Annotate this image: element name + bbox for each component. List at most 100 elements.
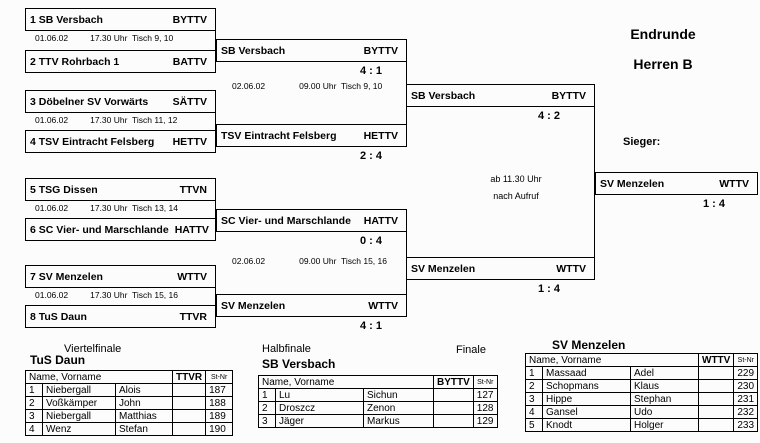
roster-table-tus-daun: Name, Vorname TTVR St-Nr 1 Niebergall Al… — [25, 370, 234, 436]
match-date: 02.06.02 — [232, 81, 266, 91]
match-score: 2 : 4 — [359, 150, 382, 162]
player-firstname: Matthias — [115, 409, 173, 423]
name-header: Name, Vorname — [525, 353, 699, 367]
player-assoc-cell — [433, 388, 474, 402]
match-date: 01.06.02 — [35, 33, 69, 43]
team-box-2: 2 TTV Rohrbach 1 BATTV — [25, 50, 216, 73]
player-lastname: Droszcz — [275, 401, 364, 415]
team-association: HETTV — [363, 129, 398, 142]
match-score: 1 : 4 — [537, 283, 560, 295]
qf-winner-box-1: SB Versbach BYTTV — [216, 39, 407, 62]
player-firstname: John — [115, 396, 173, 410]
player-stnr: 229 — [733, 366, 759, 380]
player-stnr: 128 — [472, 401, 498, 415]
team-name: TSV Eintracht Felsberg — [221, 129, 337, 142]
association-header: TTVR — [171, 370, 207, 384]
player-stnr: 230 — [733, 379, 759, 393]
roster-row: 2 Voßkämper John 188 — [25, 396, 234, 410]
stnr-header: St-Nr — [205, 370, 234, 384]
team-name: SB Versbach — [221, 44, 286, 57]
qf-winner-box-4: SV Menzelen WTTV — [216, 294, 407, 317]
roster-row: 3 Jäger Markus 129 — [258, 414, 498, 428]
association-header: BYTTV — [433, 375, 474, 389]
player-lastname: Wenz — [42, 422, 116, 436]
final-winner-box: SV Menzelen WTTV — [595, 172, 758, 195]
team-name: SV Menzelen — [600, 177, 665, 190]
final-call: nach Aufruf — [493, 191, 539, 201]
player-firstname: Stefan — [115, 422, 173, 436]
match-date: 02.06.02 — [232, 256, 266, 266]
qf-winner-box-3: SC Vier- und Marschlande HATTV — [216, 209, 407, 232]
player-assoc-cell — [697, 366, 735, 380]
team-name: 4 TSV Eintracht Felsberg — [30, 135, 155, 148]
player-assoc-cell — [697, 405, 735, 419]
team-association: BYTTV — [363, 44, 398, 57]
match-schedule: 01.06.02 17.30 Uhr Tisch 9, 10 — [35, 33, 173, 43]
page-subtitle: Herren B — [633, 56, 693, 72]
roster-header-row: Name, Vorname WTTV St-Nr — [525, 353, 759, 367]
team-name: 3 Döbelner SV Vorwärts — [30, 95, 149, 108]
team-name: 5 TSG Dissen — [30, 183, 98, 196]
team-box-3: 3 Döbelner SV Vorwärts SÄTTV — [25, 90, 216, 113]
team-box-8: 8 TuS Daun TTVR — [25, 305, 216, 328]
roster-table-sv-menzelen: Name, Vorname WTTV St-Nr 1 Massaad Adel … — [525, 353, 759, 432]
match-date: 01.06.02 — [35, 203, 69, 213]
player-firstname: Klaus — [630, 379, 699, 393]
player-assoc-cell — [171, 396, 207, 410]
player-lastname: Niebergall — [42, 409, 116, 423]
player-lastname: Knodt — [542, 418, 631, 432]
player-lastname: Lu — [275, 388, 364, 402]
team-box-6: 6 SC Vier- und Marschlande HATTV — [25, 218, 216, 241]
team-association: WTTV — [368, 299, 398, 312]
team-association: WTTV — [177, 270, 207, 283]
qf-winner-box-2: TSV Eintracht Felsberg HETTV — [216, 124, 407, 147]
team-association: WTTV — [556, 262, 586, 275]
match-time-table: 17.30 Uhr Tisch 9, 10 — [90, 33, 174, 43]
match-score: 4 : 2 — [537, 110, 560, 122]
player-lastname: Voßkämper — [42, 396, 116, 410]
player-firstname: Udo — [630, 405, 699, 419]
player-nr: 3 — [258, 414, 276, 428]
team-association: BATTV — [172, 55, 207, 68]
team-box-5: 5 TSG Dissen TTVN — [25, 178, 216, 201]
player-firstname: Holger — [630, 418, 699, 432]
player-stnr: 187 — [205, 383, 234, 397]
player-assoc-cell — [433, 414, 474, 428]
player-firstname: Sichun — [363, 388, 434, 402]
player-nr: 2 — [258, 401, 276, 415]
stnr-header: St-Nr — [733, 353, 759, 367]
roster-row: 3 Niebergall Matthias 189 — [25, 409, 234, 423]
player-firstname: Zenon — [363, 401, 434, 415]
player-lastname: Niebergall — [42, 383, 116, 397]
roster-row: 4 Gansel Udo 232 — [525, 405, 759, 419]
roster-title-tus-daun: TuS Daun — [30, 353, 86, 367]
connector-line — [215, 276, 216, 317]
player-stnr: 188 — [205, 396, 234, 410]
roster-row: 2 Droszcz Zenon 128 — [258, 401, 498, 415]
name-header: Name, Vorname — [258, 375, 434, 389]
winner-label: Sieger: — [623, 136, 661, 148]
team-name: SV Menzelen — [411, 262, 476, 275]
roster-header-row: Name, Vorname BYTTV St-Nr — [258, 375, 498, 389]
player-stnr: 129 — [472, 414, 498, 428]
stnr-header: St-Nr — [472, 375, 498, 389]
player-nr: 1 — [25, 383, 43, 397]
team-association: SÄTTV — [172, 95, 207, 108]
player-stnr: 233 — [733, 418, 759, 432]
sf-winner-box-2: SV Menzelen WTTV — [406, 257, 595, 280]
roster-header-row: Name, Vorname TTVR St-Nr — [25, 370, 234, 384]
match-score: 0 : 4 — [359, 235, 382, 247]
match-date: 01.06.02 — [35, 290, 69, 300]
player-nr: 1 — [258, 388, 276, 402]
roster-title-sb-versbach: SB Versbach — [262, 357, 336, 371]
player-nr: 2 — [525, 379, 543, 393]
team-box-1: 1 SB Versbach BYTTV — [25, 8, 216, 31]
player-nr: 4 — [25, 422, 43, 436]
player-stnr: 232 — [733, 405, 759, 419]
player-firstname: Adel — [630, 366, 699, 380]
team-box-7: 7 SV Menzelen WTTV — [25, 265, 216, 288]
connector-line — [215, 189, 216, 230]
